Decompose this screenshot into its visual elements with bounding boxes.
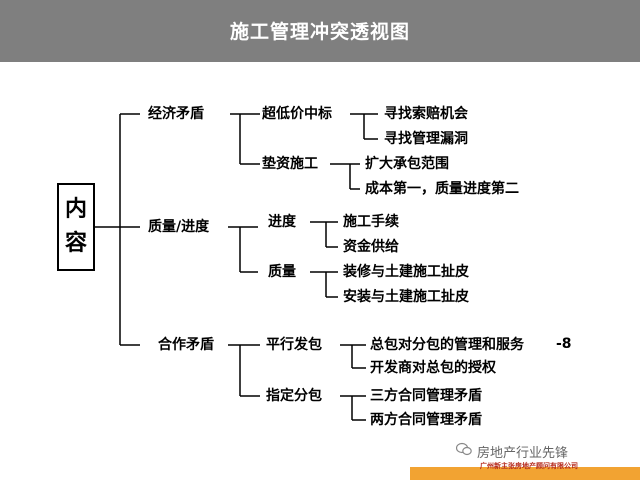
footer-company: 广州新主张房地产顾问有限公司	[480, 462, 578, 470]
root-label: 内容	[64, 197, 87, 256]
leaf-two-party: 两方合同管理矛盾	[370, 412, 482, 428]
branch-economic-connector	[230, 113, 260, 165]
leaf-three-party: 三方合同管理矛盾	[370, 388, 482, 404]
branch-cooperation: 合作矛盾	[158, 337, 214, 353]
title-bar: 施工管理冲突透视图	[0, 0, 640, 62]
branch-coop-connector	[228, 344, 260, 397]
leaf-loopholes: 寻找管理漏洞	[384, 131, 468, 147]
leaf-permits: 施工手续	[343, 214, 399, 230]
sub-designated-connector	[340, 395, 366, 421]
footer-brand: 房地产行业先锋	[477, 446, 569, 461]
sub-parallel-contract: 平行发包	[266, 337, 322, 353]
page-title: 施工管理冲突透视图	[229, 21, 410, 43]
leaf-install-civil: 安装与土建施工扯皮	[343, 289, 469, 305]
sub-quality-connector	[310, 271, 338, 298]
sub-advance-connector	[330, 163, 360, 190]
leaf-expand-scope: 扩大承包范围	[365, 156, 449, 172]
sub-schedule: 进度	[268, 214, 296, 230]
sub-low-bid: 超低价中标	[262, 106, 332, 122]
sub-schedule-connector	[310, 221, 338, 248]
leaf-developer-auth: 开发商对总包的授权	[370, 360, 496, 376]
branch-economic: 经济矛盾	[148, 106, 204, 122]
root-connector	[95, 113, 140, 346]
leaf-cost-first: 成本第一，质量进度第二	[365, 181, 519, 197]
leaf-funding: 资金供给	[343, 239, 399, 255]
sub-parallel-connector	[340, 344, 366, 369]
root-node: 内容	[57, 183, 95, 271]
sub-quality: 质量	[268, 264, 296, 280]
footer	[300, 458, 640, 480]
branch-quality-connector	[228, 226, 258, 273]
sub-designated-sub: 指定分包	[266, 388, 322, 404]
leaf-gc-management: 总包对分包的管理和服务	[370, 337, 524, 353]
branch-quality-schedule: 质量/进度	[148, 219, 210, 235]
wechat-icon	[456, 442, 472, 456]
footer-accent-bar	[410, 467, 640, 480]
leaf-decor-civil: 装修与土建施工扯皮	[343, 264, 469, 280]
leaf-claims: 寻找索赔机会	[384, 106, 468, 122]
sub-advance-funding: 垫资施工	[262, 156, 318, 172]
slide-code: -8	[556, 336, 572, 352]
sub-low-bid-connector	[350, 113, 378, 140]
